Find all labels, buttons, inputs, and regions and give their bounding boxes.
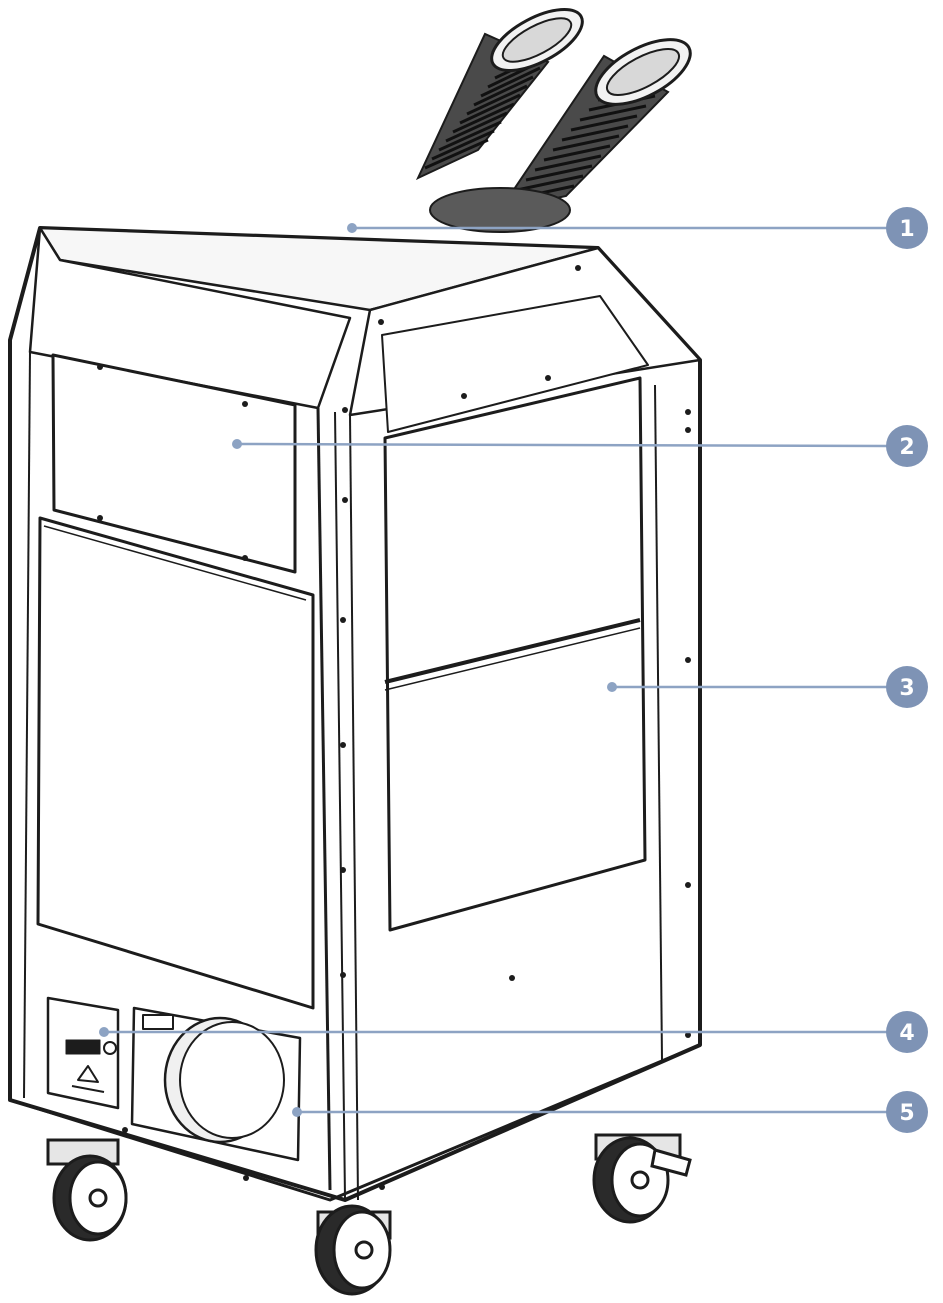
caster-wheels [46,1133,692,1296]
callout-anchor-dot [232,439,242,449]
callout-3: 3 [607,666,928,708]
callout-number: 2 [899,435,914,460]
control-panel-box [46,996,120,1110]
callout-badge [886,1091,928,1133]
callout-badge [886,207,928,249]
screws [97,265,691,1190]
hose-left [415,8,584,181]
callout-badge [886,666,928,708]
callout-number: 3 [899,676,914,701]
callout-5: 5 [292,1091,928,1133]
wheel-front-right [314,1204,392,1296]
front-upper-panel [51,353,297,574]
callout-badge [886,1011,928,1053]
callout-anchor-dot [292,1107,302,1117]
callout-layer: 1 2 3 4 5 [99,207,928,1133]
callout-leader-line [236,442,888,448]
callout-anchor-dot [99,1027,109,1037]
side-filter-panel [383,376,647,932]
side-upper-window [381,295,649,433]
callout-anchor-dot [347,223,357,233]
front-lower-panel [36,516,315,1010]
callout-number: 5 [899,1101,914,1126]
callout-badge [886,425,928,467]
callout-2: 2 [232,425,928,467]
hose-base-flange [429,187,571,233]
callout-4: 4 [99,1011,928,1053]
hose-right [497,38,692,212]
wheel-back-right [592,1133,692,1224]
hose-assembly [415,8,692,233]
callout-anchor-dot [607,682,617,692]
callout-number: 4 [899,1021,914,1046]
callout-number: 1 [899,217,914,242]
front-bevel [28,226,352,410]
exhaust-port [130,1006,302,1162]
callout-1: 1 [347,207,928,249]
wheel-front-left [46,1138,128,1242]
unit-body [8,226,702,1202]
